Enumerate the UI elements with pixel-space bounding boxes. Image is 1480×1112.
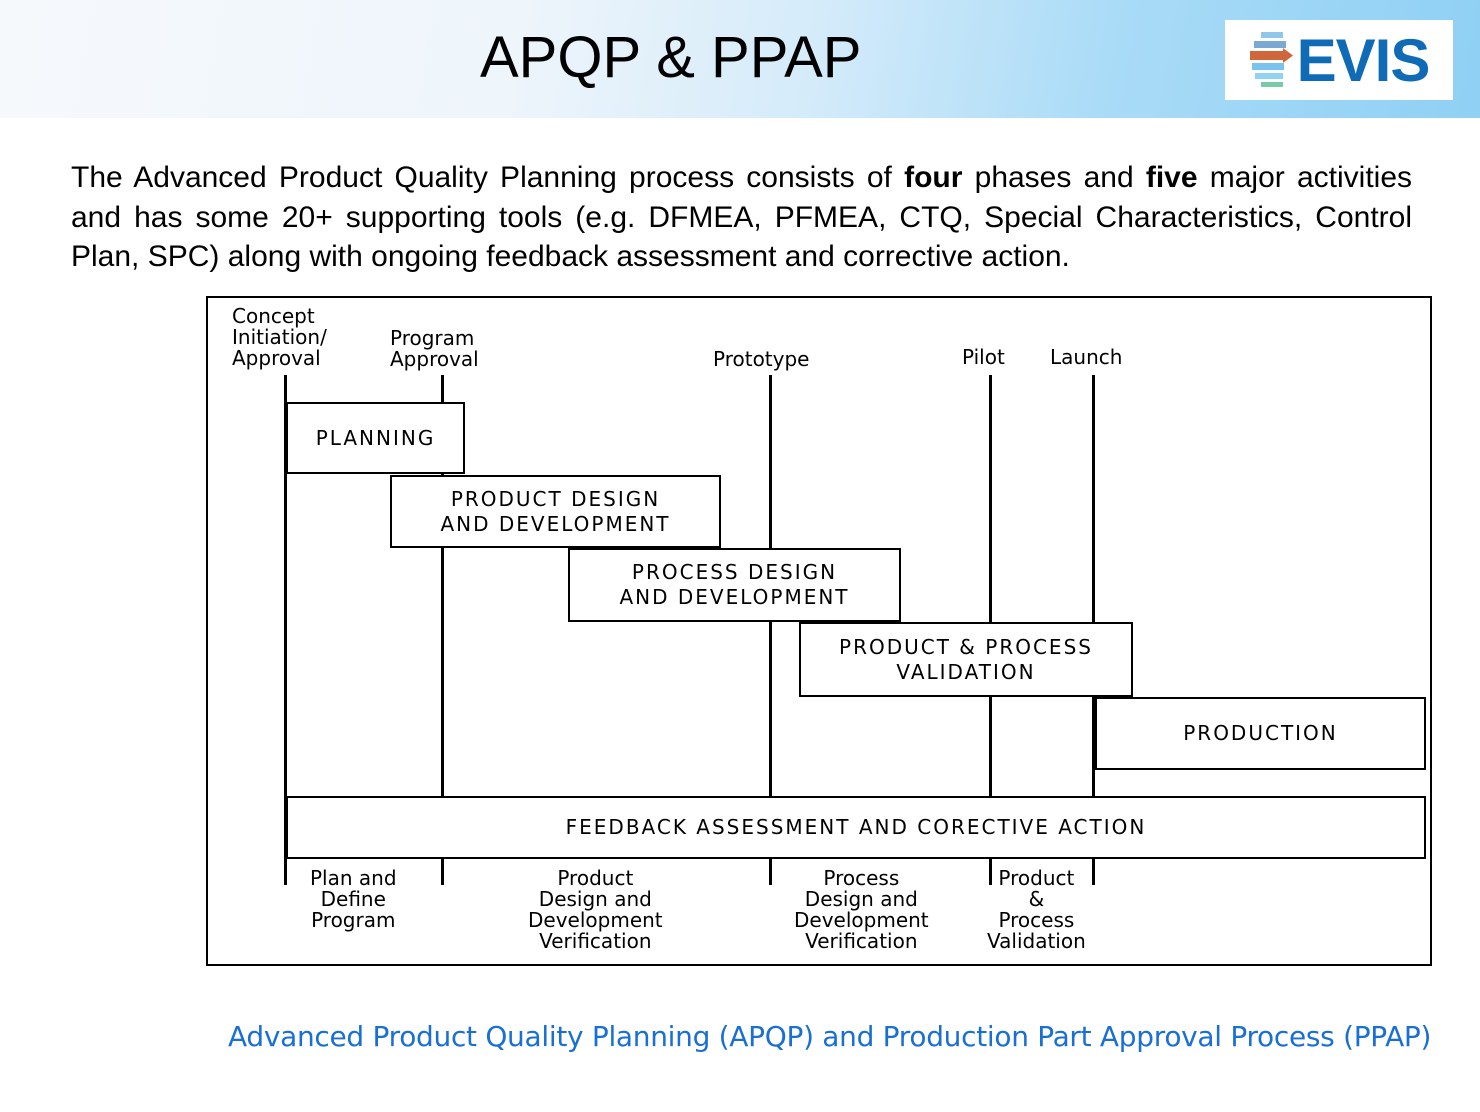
milestone-launch: Launch — [1050, 345, 1123, 369]
apqp-diagram: Concept Initiation/ Approval Program App… — [206, 296, 1432, 966]
slide-caption: Advanced Product Quality Planning (APQP)… — [228, 1020, 1432, 1053]
output-validation: Product & Process Validation — [987, 866, 1086, 953]
output-process-design: Process Design and Development Verificat… — [794, 866, 929, 953]
globe-icon — [1249, 32, 1293, 87]
phase-planning: PLANNING — [286, 402, 465, 474]
milestone-line-program — [441, 375, 444, 885]
intro-paragraph: The Advanced Product Quality Planning pr… — [71, 161, 1413, 273]
phase-product-design: PRODUCT DESIGN AND DEVELOPMENT — [390, 475, 721, 548]
milestone-program: Program Approval — [390, 326, 479, 371]
slide-title: APQP & PPAP — [480, 25, 862, 90]
phase-production: PRODUCTION — [1095, 697, 1426, 770]
milestone-concept: Concept Initiation/ Approval — [232, 304, 327, 370]
evis-logo: EVIS — [1225, 20, 1453, 100]
output-plan: Plan and Define Program — [310, 866, 397, 932]
milestone-prototype: Prototype — [713, 347, 810, 371]
slide-header: APQP & PPAP EVIS — [0, 0, 1480, 118]
milestone-line-concept — [284, 375, 287, 885]
output-product-design: Product Design and Development Verificat… — [528, 866, 663, 953]
milestone-line-prototype — [769, 375, 772, 885]
milestone-pilot: Pilot — [962, 345, 1005, 369]
phase-process-design: PROCESS DESIGN AND DEVELOPMENT — [568, 548, 901, 622]
phase-validation: PRODUCT & PROCESS VALIDATION — [799, 622, 1133, 697]
phase-feedback: FEEDBACK ASSESSMENT AND CORECTIVE ACTION — [286, 796, 1426, 859]
